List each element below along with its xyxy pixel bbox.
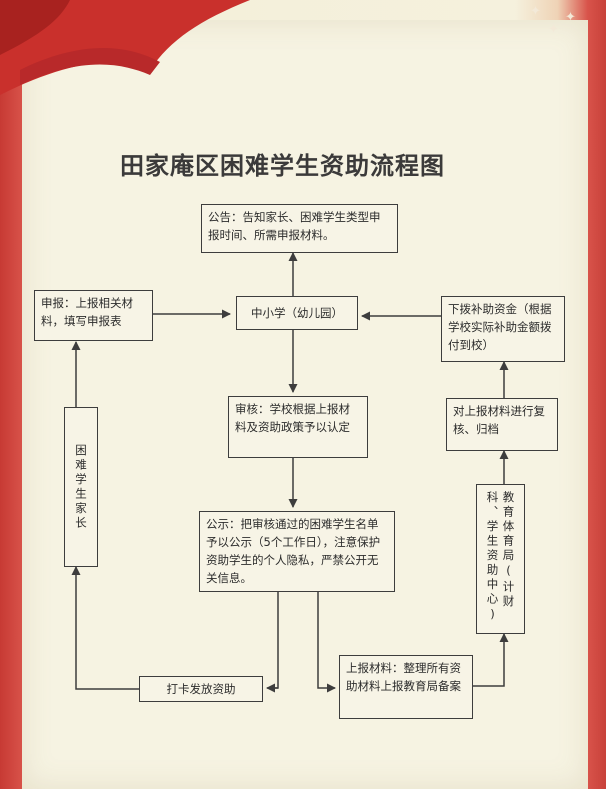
page-title: 田家庵区困难学生资助流程图: [120, 146, 480, 181]
node-report-review: 对上报材料进行复核、归档: [446, 398, 558, 451]
arrow-publicity-to-submit: [318, 592, 335, 688]
node-review: 审核：学校根据上报材料及资助政策予以认定: [228, 396, 368, 458]
node-announce: 公告：告知家长、困难学生类型申报时间、所需申报材料。: [201, 204, 398, 253]
node-apply: 申报：上报相关材料，填写申报表: [34, 290, 153, 341]
node-publicity: 公示：把审核通过的困难学生名单予以公示（5个工作日），注意保护资助学生的个人隐私…: [199, 511, 395, 592]
node-payment: 打卡发放资助: [139, 676, 263, 702]
node-parents: 困难学生家长: [64, 407, 98, 567]
arrow-payment-to-parents: [76, 567, 139, 689]
node-submit: 上报材料：整理所有资助材料上报教育局备案: [339, 655, 473, 719]
line-publicity-to-payment: [274, 592, 278, 688]
node-funds: 下拨补助资金（根据学校实际补助金额拨付到校）: [441, 296, 565, 362]
arrow-submit-to-bureau: [473, 634, 504, 686]
node-education-bureau: 教育体育局(计财科、学生资助中心): [476, 484, 525, 634]
node-school: 中小学（幼儿园）: [236, 296, 358, 330]
